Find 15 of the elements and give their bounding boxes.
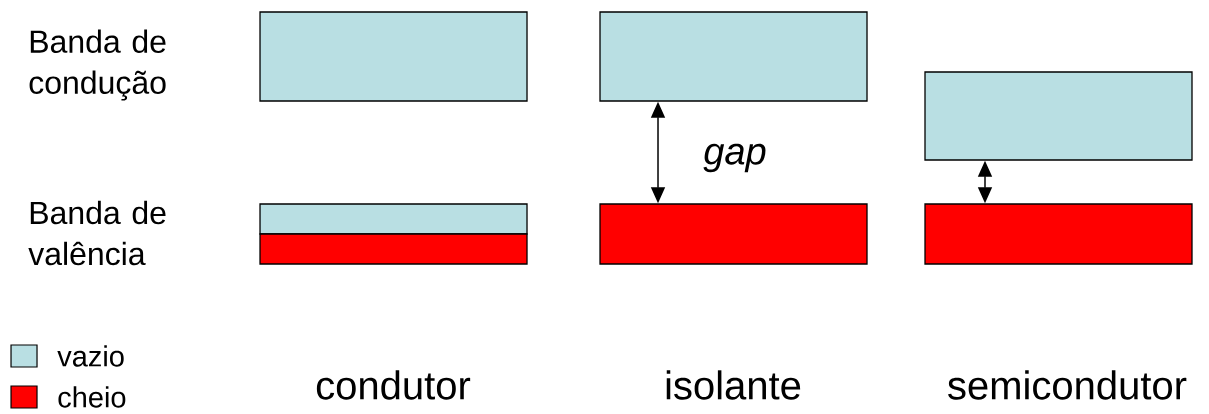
- legend-label: vazio: [57, 345, 124, 367]
- band-bar: [599, 203, 868, 265]
- band-label: Banda de condução: [29, 29, 166, 101]
- band-bar: [924, 71, 1193, 161]
- band-bar: [259, 233, 528, 265]
- band-label: Banda de valência: [28, 200, 166, 266]
- material-label: isolante: [666, 370, 801, 400]
- gap-label: gap: [703, 143, 766, 173]
- material-label: condutor: [316, 370, 471, 400]
- material-label: semicondutor: [948, 370, 1187, 400]
- legend-label: cheio: [58, 386, 126, 408]
- band-bar: [924, 203, 1193, 265]
- band-bar: [599, 11, 868, 102]
- band-bar: [259, 203, 528, 235]
- band-bar: [259, 11, 528, 102]
